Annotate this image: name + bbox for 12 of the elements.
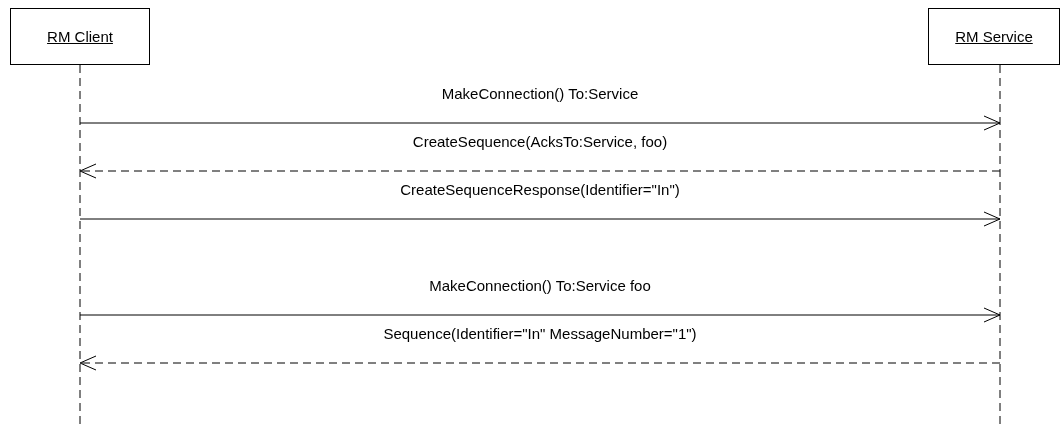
message-arrow: [79, 307, 1001, 323]
edge-label: MakeConnection() To:Service foo: [427, 277, 653, 294]
participant-box: RM Service: [928, 8, 1060, 65]
edge-label: CreateSequenceResponse(Identifier="In"): [398, 181, 682, 198]
edge-label: CreateSequence(AcksTo:Service, foo): [410, 133, 670, 150]
participant-box: RM Client: [10, 8, 150, 65]
message-arrow: [79, 355, 1001, 371]
edge-label: MakeConnection() To:Service: [439, 85, 641, 102]
message-arrow: [79, 211, 1001, 227]
edge-label: Sequence(Identifier="In" MessageNumber="1"): [381, 325, 699, 342]
message-arrow: [79, 163, 1001, 179]
message-arrow: [79, 115, 1001, 131]
